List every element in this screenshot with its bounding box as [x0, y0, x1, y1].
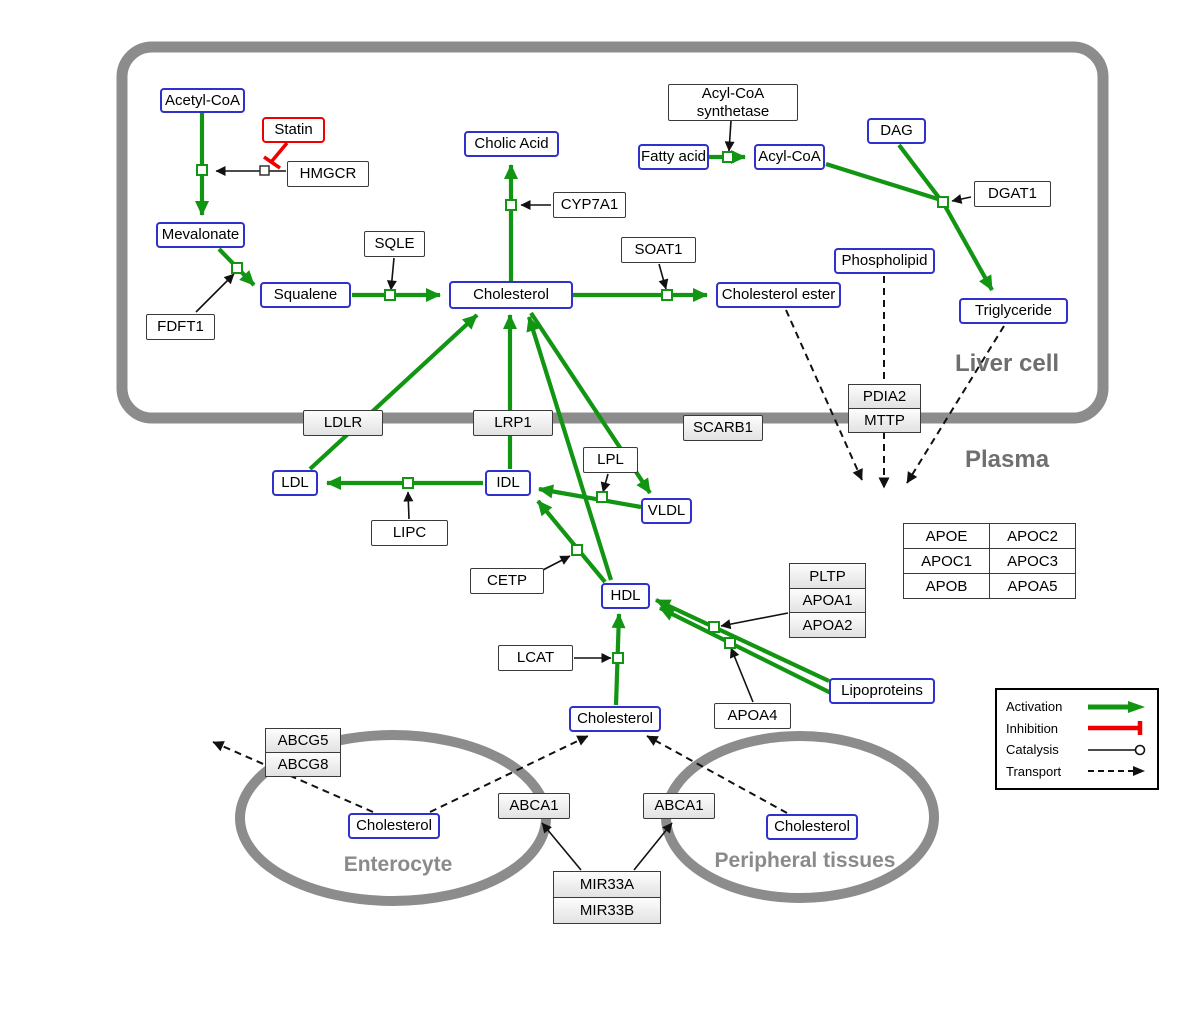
- node-acetyl-coa: Acetyl-CoA: [160, 88, 245, 113]
- hmgcr-catalysis-port: [259, 165, 270, 176]
- legend-row-activation: Activation: [1006, 699, 1148, 715]
- liver-cell-label: Liver cell: [955, 350, 1060, 377]
- catalysis-circle-icon: [1088, 744, 1146, 756]
- node-acyl-coa-synthetase: Acyl-CoA synthetase: [668, 84, 798, 121]
- stack-cell: MTTP: [848, 407, 921, 433]
- apo-cell: APOC3: [989, 548, 1075, 573]
- node-abca1-right: ABCA1: [643, 793, 715, 819]
- node-hmgcr: HMGCR: [287, 161, 369, 187]
- node-lipc: LIPC: [371, 520, 448, 546]
- node-abca1-left: ABCA1: [498, 793, 570, 819]
- peripheral-tissues-label: Peripheral tissues: [714, 849, 896, 872]
- legend-transport-label: Transport: [1006, 763, 1062, 779]
- node-cholesterol-liver: Cholesterol: [449, 281, 573, 309]
- node-apoa4: APOA4: [714, 703, 791, 729]
- plasma-label: Plasma: [965, 446, 1050, 473]
- transport-edges: [212, 276, 1005, 814]
- stack-cell: APOA1: [789, 587, 866, 614]
- node-cholesterol-peripheral: Cholesterol: [766, 814, 858, 840]
- stack-cell: APOA2: [789, 612, 866, 638]
- liver-membrane: [116, 41, 1109, 424]
- node-mevalonate: Mevalonate: [156, 222, 245, 248]
- apo-cell: APOB: [903, 573, 989, 598]
- node-ldl: LDL: [272, 470, 318, 496]
- node-cholic-acid: Cholic Acid: [464, 131, 559, 157]
- stack-cell: PLTP: [789, 563, 866, 589]
- node-sqle: SQLE: [364, 231, 425, 257]
- stack-pdia2-mttp: PDIA2 MTTP: [848, 384, 921, 433]
- node-lpl: LPL: [583, 447, 638, 473]
- legend-catalysis-label: Catalysis: [1006, 742, 1059, 758]
- activation-arrow-icon: [1088, 700, 1145, 713]
- node-squalene: Squalene: [260, 282, 351, 308]
- transport-dashed-arrow-icon: [1088, 766, 1145, 777]
- stack-cell: MIR33A: [553, 871, 661, 898]
- stack-cell: MIR33B: [553, 896, 661, 924]
- apolipoprotein-table: APOE APOC2 APOC1 APOC3 APOB APOA5: [903, 523, 1076, 599]
- legend-row-inhibition: Inhibition: [1006, 720, 1148, 736]
- legend-row-catalysis: Catalysis: [1006, 742, 1148, 758]
- node-hdl: HDL: [601, 583, 650, 609]
- node-lcat: LCAT: [498, 645, 573, 671]
- enterocyte-label: Enterocyte: [343, 853, 453, 876]
- inhibition-edge: [263, 141, 289, 170]
- node-fatty-acid: Fatty acid: [638, 144, 709, 170]
- apo-cell: APOE: [903, 523, 989, 548]
- node-dgat1: DGAT1: [974, 181, 1051, 207]
- node-lipoproteins: Lipoproteins: [829, 678, 935, 704]
- stack-abcg5-abcg8: ABCG5 ABCG8: [265, 728, 341, 777]
- node-ldlr: LDLR: [303, 410, 383, 436]
- stack-mir33: MIR33A MIR33B: [553, 871, 661, 924]
- node-fdft1: FDFT1: [146, 314, 215, 340]
- apo-cell: APOC1: [903, 548, 989, 573]
- node-acyl-coa: Acyl-CoA: [754, 144, 825, 170]
- node-lrp1: LRP1: [473, 410, 553, 436]
- node-soat1: SOAT1: [621, 237, 696, 263]
- legend-inhibition-label: Inhibition: [1006, 720, 1059, 736]
- node-phospholipid: Phospholipid: [834, 248, 935, 274]
- node-dag: DAG: [867, 118, 926, 144]
- node-cetp: CETP: [470, 568, 544, 594]
- stack-cell: ABCG8: [265, 751, 341, 777]
- node-triglyceride: Triglyceride: [959, 298, 1068, 324]
- node-cholesterol-ester: Cholesterol ester: [716, 282, 841, 308]
- stack-cell: PDIA2: [848, 384, 921, 409]
- catalysis-edges: [195, 120, 972, 871]
- legend-activation-label: Activation: [1006, 699, 1063, 715]
- node-statin: Statin: [262, 117, 325, 143]
- legend-row-transport: Transport: [1006, 763, 1148, 779]
- node-cholesterol-plasma: Cholesterol: [569, 706, 661, 732]
- node-idl: IDL: [485, 470, 531, 496]
- node-cyp7a1: CYP7A1: [553, 192, 626, 218]
- stack-pltp-apoa1-apoa2: PLTP APOA1 APOA2: [789, 563, 866, 638]
- legend: Activation Inhibition Catalysis Transpor…: [995, 688, 1159, 790]
- stack-cell: ABCG5: [265, 728, 341, 753]
- node-vldl: VLDL: [641, 498, 692, 524]
- node-scarb1: SCARB1: [683, 415, 763, 441]
- reaction-nodes: [196, 151, 949, 664]
- apo-cell: APOC2: [989, 523, 1075, 548]
- inhibition-tbar-icon: [1088, 721, 1143, 736]
- node-cholesterol-enterocyte: Cholesterol: [348, 813, 440, 839]
- apo-cell: APOA5: [989, 573, 1075, 598]
